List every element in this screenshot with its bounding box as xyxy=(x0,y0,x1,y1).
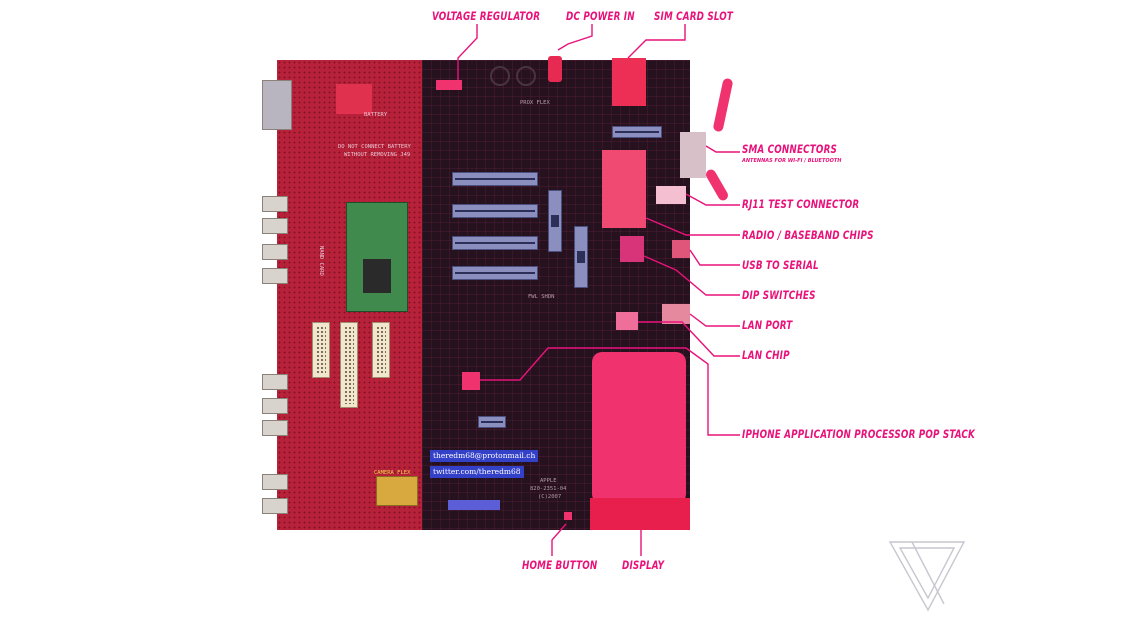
sma-jack-4 xyxy=(262,268,288,284)
apple-silk-line1: APPLE xyxy=(540,478,557,484)
board-connector-3 xyxy=(452,236,538,250)
label-display: DISPLAY xyxy=(622,558,665,572)
label-rj11-test-connector: RJ11 TEST CONNECTOR xyxy=(742,197,860,211)
label-lan-port: LAN PORT xyxy=(742,318,793,332)
prox-flex-silk-label: PROX FLEX xyxy=(520,100,550,106)
leader-sma xyxy=(705,145,740,153)
leader-voltage-regulator xyxy=(457,24,478,80)
label-radio-baseband-chips: RADIO / BASEBAND CHIPS xyxy=(742,228,874,242)
leader-rj11 xyxy=(685,193,740,206)
dc-power-jack xyxy=(548,56,562,82)
battery-connector xyxy=(336,84,372,114)
sma-jack-8 xyxy=(262,474,288,490)
label-home-button: HOME BUTTON xyxy=(522,558,598,572)
sma-jack-5 xyxy=(262,374,288,390)
label-dip-switches: DIP SWITCHES xyxy=(742,288,816,302)
pin-header-3 xyxy=(372,322,390,378)
board-connector-4 xyxy=(452,266,538,280)
sma-jack-1 xyxy=(262,196,288,212)
leader-sim-card xyxy=(627,24,686,59)
sma-jack-7 xyxy=(262,420,288,436)
apple-silk-line3: (C)2007 xyxy=(538,494,562,500)
home-button-component xyxy=(564,512,572,520)
leader-usb xyxy=(689,249,740,266)
apple-silk-line2: 820-2351-04 xyxy=(530,486,567,492)
leader-dip xyxy=(643,255,740,296)
dip-switch-block xyxy=(620,236,644,262)
db9-serial-connector xyxy=(262,80,292,130)
sma-jack-9 xyxy=(262,498,288,514)
battery-silk-label: BATTERY xyxy=(364,112,388,118)
sma-jack-3 xyxy=(262,244,288,260)
sim-card-slot-component xyxy=(612,58,646,106)
board-connector-bottom xyxy=(478,416,506,428)
label-sma-subtitle: ANTENNAS FOR WI-FI / BLUETOOTH xyxy=(742,158,842,164)
rj11-test-connector-component xyxy=(656,186,686,204)
battery-warning-line1: DO NOT CONNECT BATTERY xyxy=(338,144,411,150)
radio-baseband-chip-area xyxy=(602,150,646,228)
battery-warning-line2: WITHOUT REMOVING J49 xyxy=(344,152,411,158)
voltage-regulator-chip xyxy=(436,80,462,90)
label-iphone-processor: IPHONE APPLICATION PROCESSOR POP STACK xyxy=(742,427,976,441)
label-sim-card-slot: SIM CARD SLOT xyxy=(654,9,734,23)
leader-lan-chip xyxy=(638,321,740,357)
pin-header-2 xyxy=(340,322,358,408)
sma-connector-block xyxy=(680,132,706,178)
barcode-sticker xyxy=(448,500,500,510)
board-connector-top xyxy=(612,126,662,138)
nand-chip xyxy=(363,259,391,293)
board-connector-2 xyxy=(452,204,538,218)
usb-to-serial-chip xyxy=(672,240,690,258)
round-component-2 xyxy=(516,66,536,86)
label-sma-connectors: SMA CONNECTORS xyxy=(742,142,838,156)
leader-dc-power xyxy=(557,24,593,51)
application-processor-pop-stack xyxy=(462,372,480,390)
camera-flex-silk-label: CAMERA FLEX xyxy=(374,470,411,476)
verge-triangle-logo-icon xyxy=(888,541,966,612)
sma-jack-6 xyxy=(262,398,288,414)
leader-processor xyxy=(480,347,740,436)
leader-home-button xyxy=(551,523,567,556)
label-usb-to-serial: USB TO SERIAL xyxy=(742,258,819,272)
twitter-sticker: twitter.com/theredm68 xyxy=(430,466,524,478)
display-panel xyxy=(592,352,686,504)
label-lan-chip: LAN CHIP xyxy=(742,348,790,362)
leader-radio xyxy=(645,217,740,236)
label-voltage-regulator: VOLTAGE REGULATOR xyxy=(432,9,541,23)
fwl-shdn-silk-label: FWL SHDN xyxy=(528,294,555,300)
pin-header-1 xyxy=(312,322,330,378)
email-sticker: theredm68@protonmail.ch xyxy=(430,450,539,462)
camera-flex-connector xyxy=(376,476,418,506)
display-tape xyxy=(590,498,690,530)
board-connector-vertical-1 xyxy=(548,190,562,252)
board-connector-vertical-2 xyxy=(574,226,588,288)
leader-lan-port xyxy=(689,313,740,327)
lan-port-component xyxy=(662,304,690,324)
nand-card xyxy=(346,202,408,312)
sma-jack-2 xyxy=(262,218,288,234)
round-component-1 xyxy=(490,66,510,86)
board-connector-1 xyxy=(452,172,538,186)
label-dc-power-in: DC POWER IN xyxy=(566,9,635,23)
lan-chip-component xyxy=(616,312,638,330)
